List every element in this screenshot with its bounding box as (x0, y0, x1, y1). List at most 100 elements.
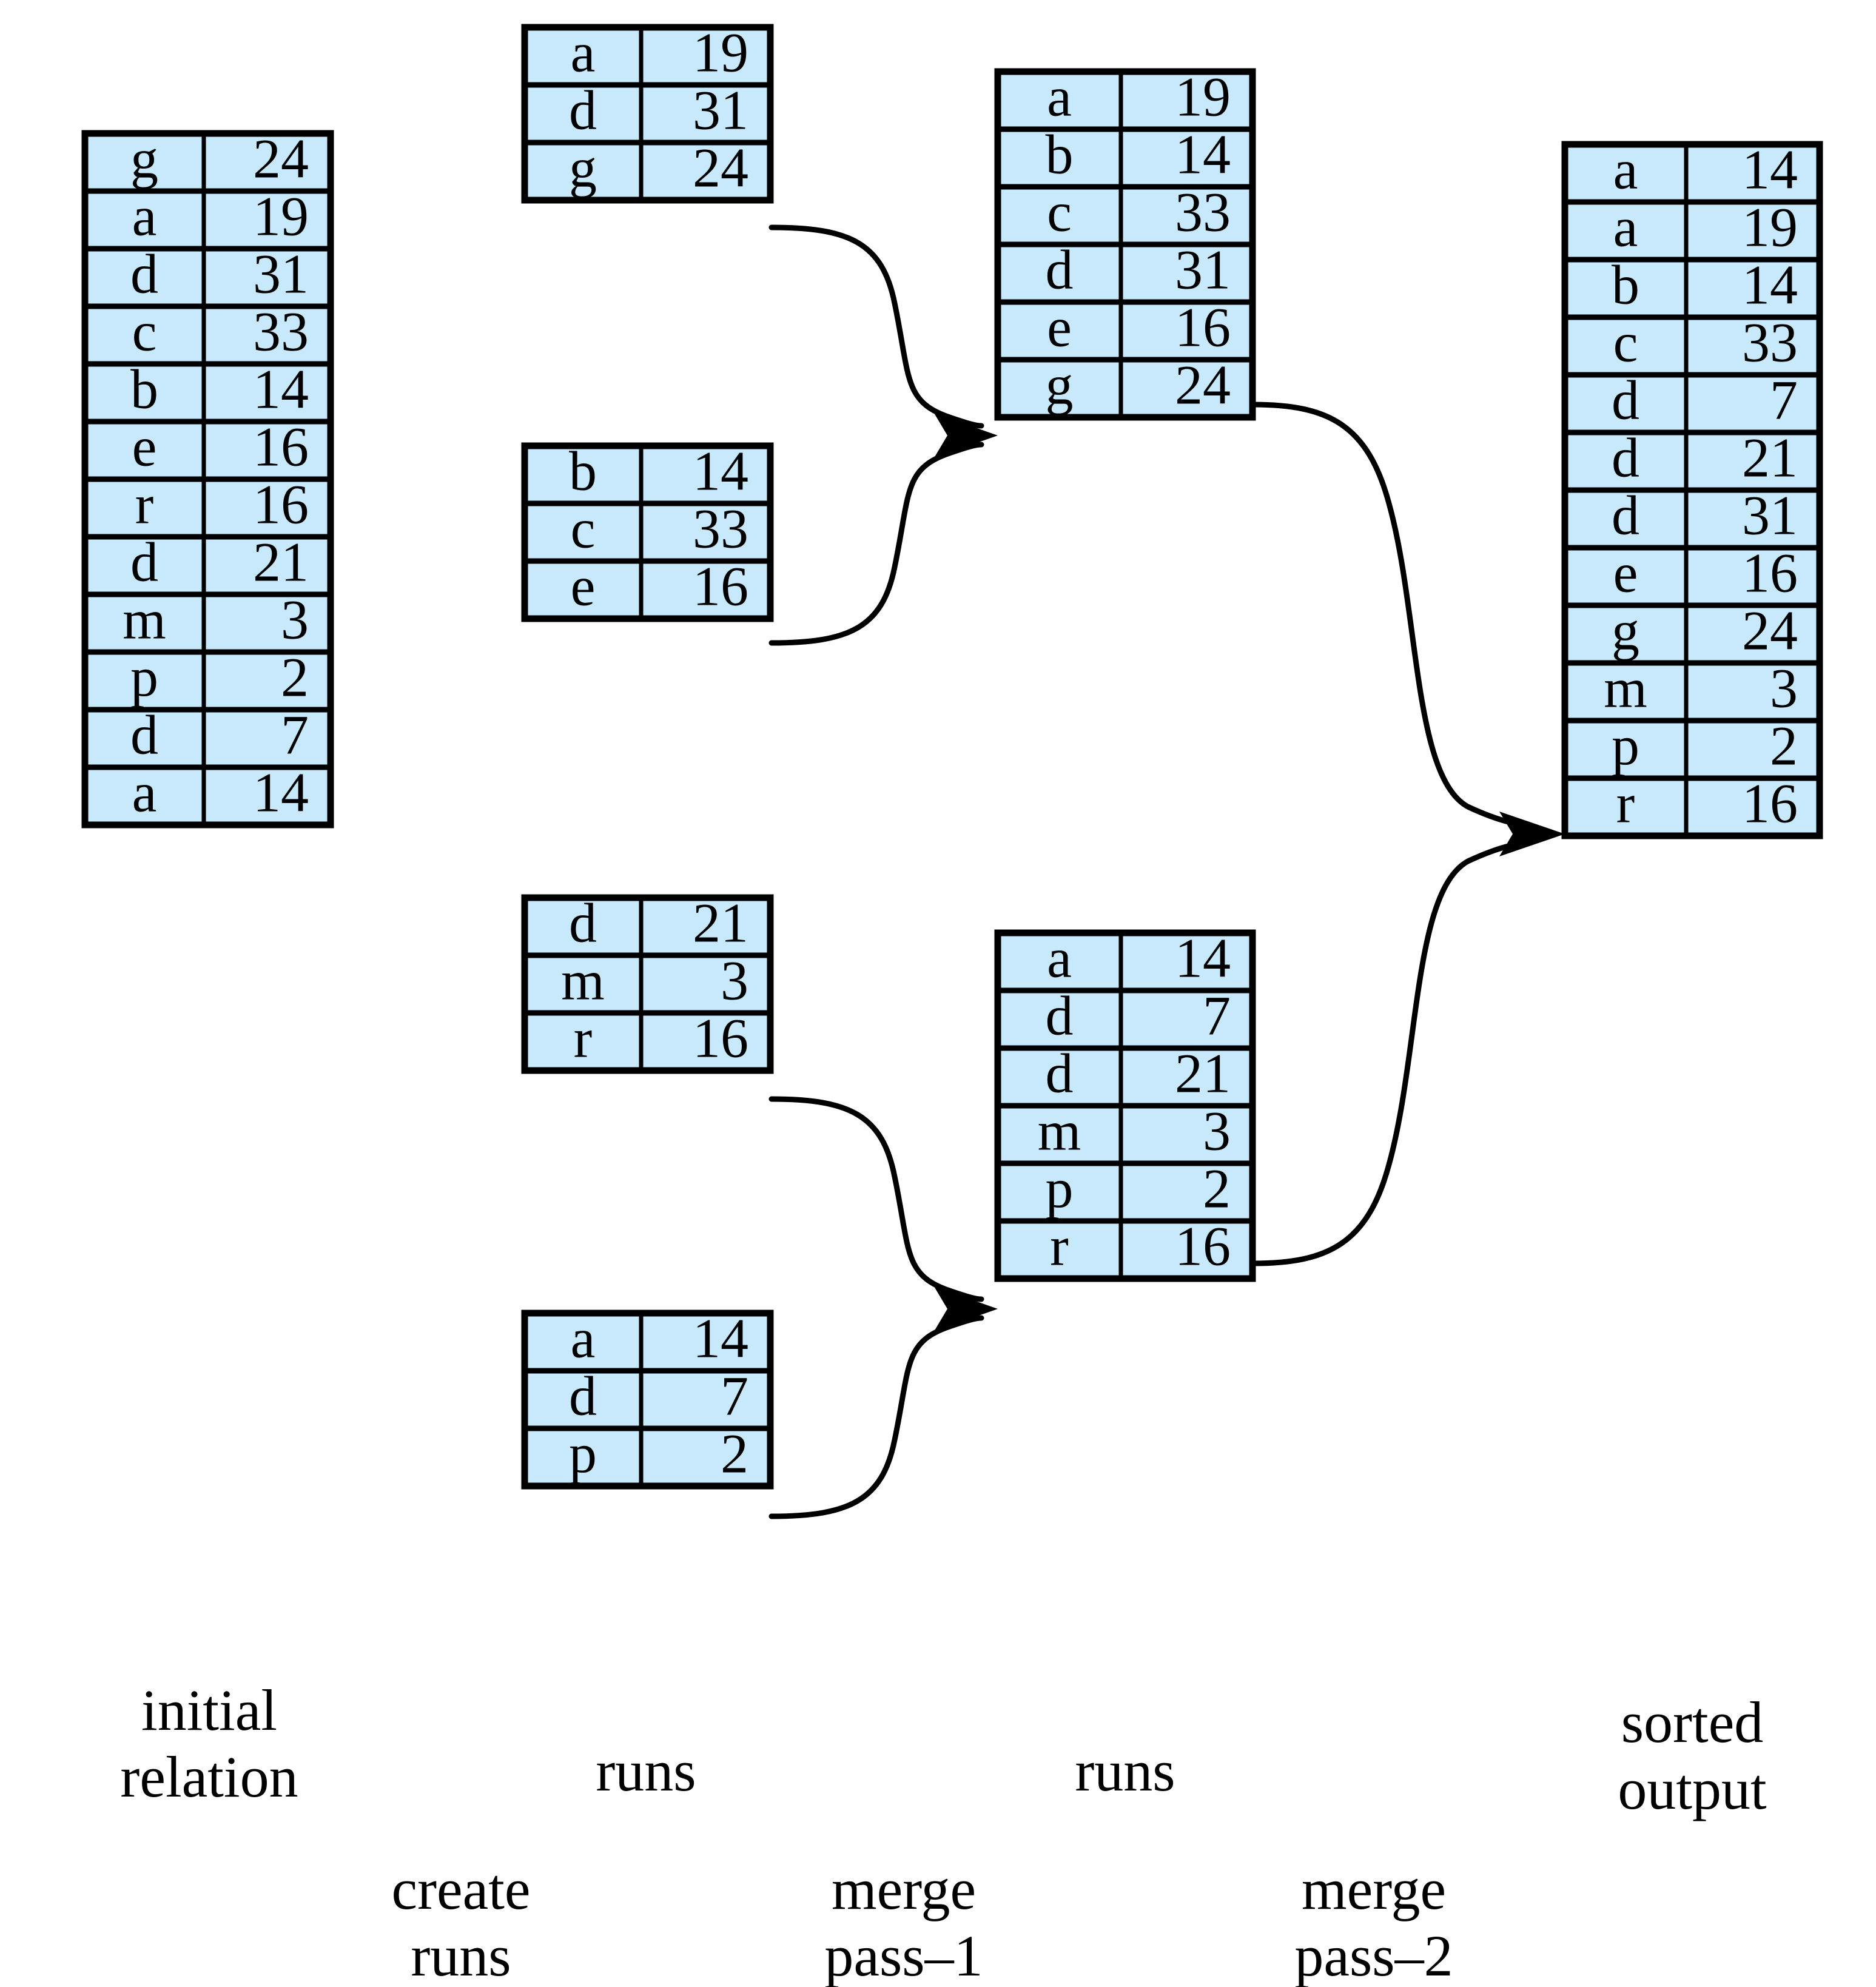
stage-label-line: merge (1302, 1857, 1446, 1921)
cell-value: 14 (1742, 254, 1798, 316)
cell-value: 16 (1175, 1215, 1231, 1277)
cell-value: 7 (281, 704, 309, 766)
cell-key: g (569, 137, 597, 199)
cell-value: 14 (1742, 139, 1798, 201)
cell-value: 19 (1742, 197, 1798, 258)
merge-pass1-arrow-top-b (768, 442, 984, 646)
cell-key: p (569, 1423, 597, 1485)
table-row: d 31 (1046, 239, 1231, 301)
cell-value: 16 (693, 556, 748, 617)
cell-value: 14 (1175, 927, 1231, 989)
cell-value: 31 (1175, 239, 1231, 301)
table-row: a 14 (1047, 927, 1231, 989)
arrows-layer (768, 224, 1565, 1519)
cell-key: c (571, 498, 596, 560)
cell-key: d (1612, 369, 1639, 431)
cell-key: d (569, 892, 597, 954)
cell-value: 24 (693, 137, 748, 199)
cell-key: r (574, 1007, 593, 1069)
cell-value: 3 (281, 589, 309, 651)
cell-value: 16 (253, 474, 309, 536)
cell-key: p (1612, 715, 1639, 777)
cell-key: d (1046, 239, 1074, 301)
cell-value: 2 (1203, 1158, 1231, 1220)
cell-key: p (130, 647, 158, 708)
caption-initial-runs: runs (596, 1738, 696, 1803)
table-row: g 24 (130, 128, 309, 190)
cell-key: e (571, 556, 596, 617)
cell-key: r (135, 474, 154, 536)
caption-line: sorted (1621, 1690, 1764, 1755)
table-row: g 24 (1046, 354, 1231, 416)
table-row: e 16 (571, 556, 748, 617)
cell-key: d (1046, 1043, 1074, 1104)
cell-value: 24 (253, 128, 309, 190)
cell-value: 31 (1742, 485, 1798, 546)
cell-key: a (1047, 927, 1072, 989)
cell-value: 33 (693, 498, 748, 560)
cell-key: a (132, 186, 157, 247)
caption-line: initial (141, 1678, 277, 1743)
cell-key: d (569, 1365, 597, 1427)
stage-label-line: runs (411, 1923, 511, 1987)
cell-key: a (571, 1308, 596, 1370)
stage-label-line: pass–2 (1294, 1923, 1453, 1987)
cell-key: m (1604, 657, 1647, 719)
cell-key: d (130, 531, 158, 593)
cell-value: 24 (1175, 354, 1231, 416)
stage-label-line: create (391, 1857, 530, 1921)
cell-value: 2 (721, 1423, 748, 1485)
cell-value: 33 (253, 301, 309, 363)
cell-key: e (132, 416, 157, 478)
cell-key: g (1046, 354, 1074, 416)
caption-line: output (1618, 1757, 1767, 1821)
cell-value: 14 (253, 762, 309, 824)
cell-key: g (130, 128, 158, 190)
cell-key: c (132, 301, 157, 363)
cell-value: 3 (1770, 657, 1798, 719)
merge-pass2-arrow-b (1250, 840, 1531, 1266)
cell-value: 16 (693, 1007, 748, 1069)
cell-key: p (1046, 1158, 1074, 1220)
merge-pass1-arrowhead-bottom (934, 1286, 998, 1331)
cell-key: d (569, 79, 597, 141)
cell-key: a (1613, 139, 1638, 201)
caption-merged-runs: runs (1075, 1738, 1175, 1803)
cell-key: b (569, 440, 597, 502)
cell-value: 14 (1175, 124, 1231, 186)
merge-pass1-arrow-bottom-b (768, 1315, 984, 1519)
table-row: c 33 (571, 498, 748, 560)
cell-value: 3 (721, 950, 748, 1012)
